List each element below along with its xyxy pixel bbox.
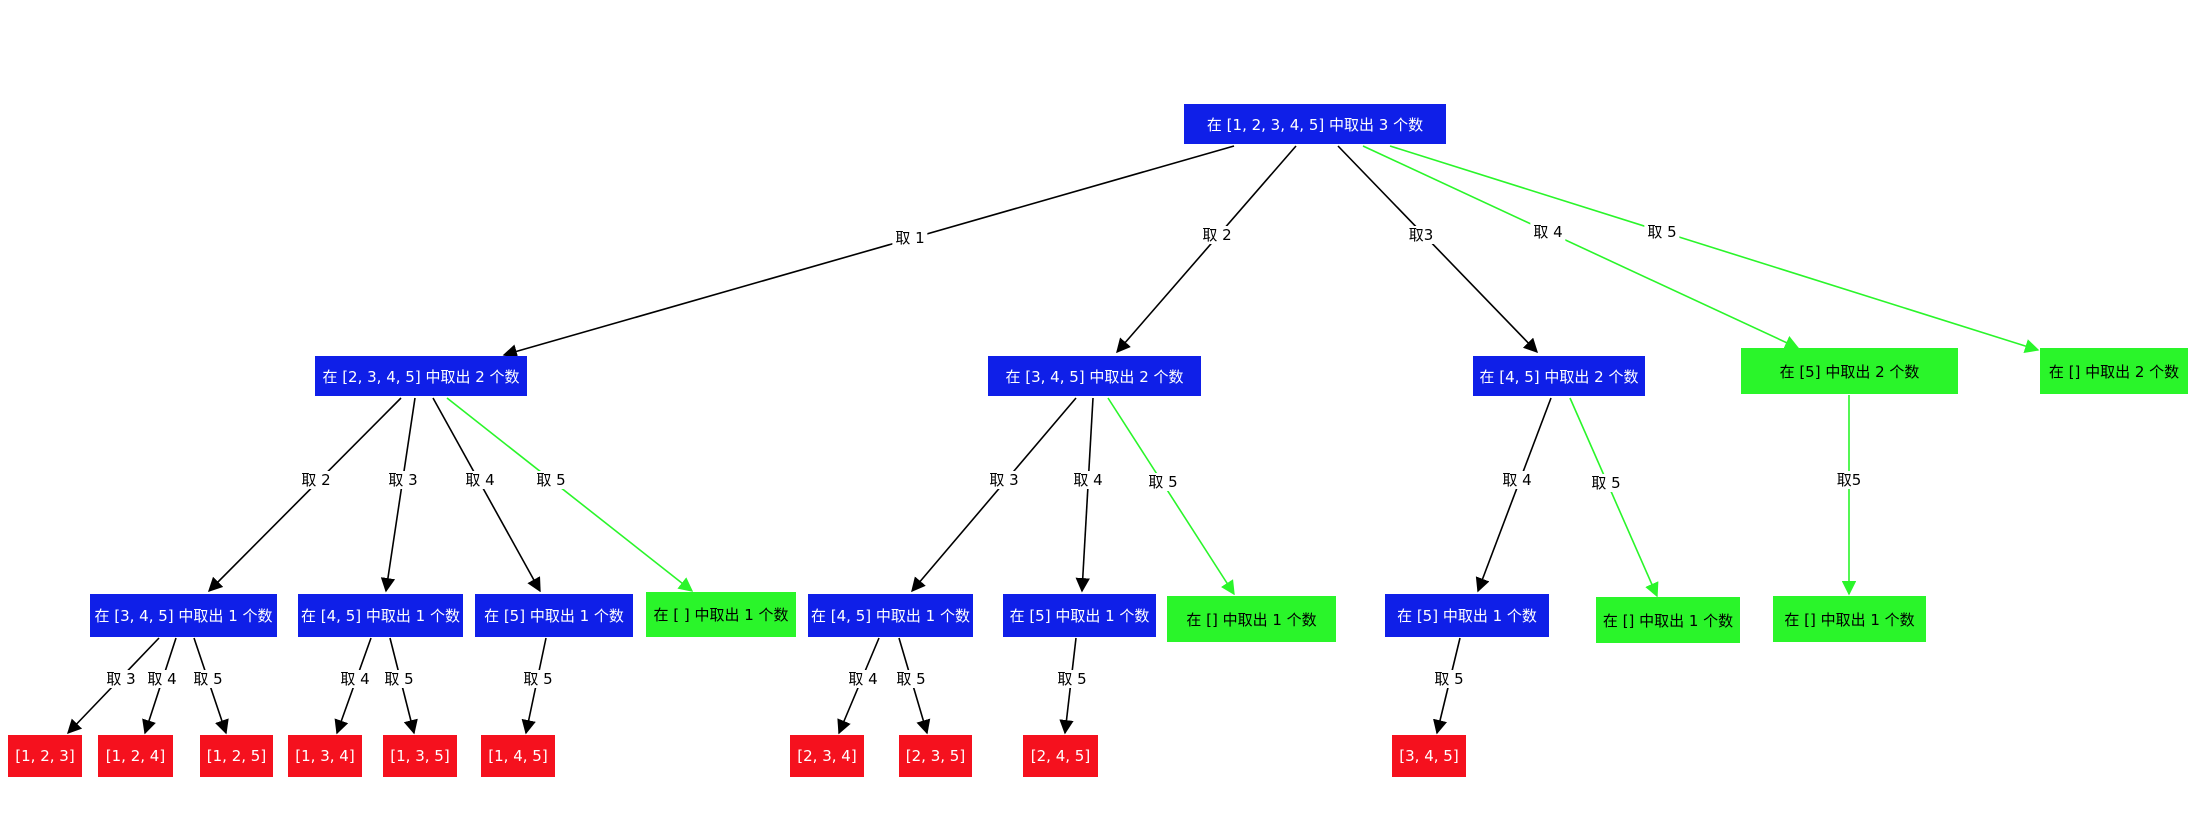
edge-a1-b2 bbox=[380, 397, 416, 593]
edge-label-root-a2: 取 2 bbox=[1199, 226, 1235, 244]
edge-label-a1-b1: 取 2 bbox=[298, 471, 334, 489]
node-b5: 在 [4, 5] 中取出 1 个数 bbox=[808, 594, 973, 637]
edge-label-root-a3: 取3 bbox=[1405, 226, 1437, 244]
edge-label-a1-b3: 取 4 bbox=[462, 471, 498, 489]
node-r3: [1, 2, 5] bbox=[200, 735, 273, 777]
edge-label-a3-b9: 取 5 bbox=[1588, 474, 1624, 492]
edge-label-a2-b5: 取 3 bbox=[986, 471, 1022, 489]
edge-label-a3-b8: 取 4 bbox=[1499, 471, 1535, 489]
node-b2: 在 [4, 5] 中取出 1 个数 bbox=[298, 594, 463, 637]
edge-label-b2-r4: 取 4 bbox=[337, 670, 373, 688]
edge-label-root-a5: 取 5 bbox=[1644, 223, 1680, 241]
edge-label-a4-b10: 取5 bbox=[1833, 471, 1865, 489]
node-r10: [3, 4, 5] bbox=[1392, 735, 1466, 777]
edge-root-a1 bbox=[502, 145, 1235, 359]
edge-layer bbox=[67, 145, 2040, 735]
edge-a1-b1 bbox=[207, 397, 402, 593]
node-b9: 在 [] 中取出 1 个数 bbox=[1596, 597, 1740, 643]
edge-label-root-a4: 取 4 bbox=[1530, 223, 1566, 241]
edge-label-a2-b6: 取 4 bbox=[1070, 471, 1106, 489]
node-a1: 在 [2, 3, 4, 5] 中取出 2 个数 bbox=[315, 356, 527, 396]
edge-label-b1-r2: 取 4 bbox=[144, 670, 180, 688]
edge-a2-b6 bbox=[1075, 397, 1094, 593]
node-r7: [2, 3, 4] bbox=[790, 735, 864, 777]
node-a4: 在 [5] 中取出 2 个数 bbox=[1741, 348, 1958, 394]
node-root: 在 [1, 2, 3, 4, 5] 中取出 3 个数 bbox=[1184, 104, 1446, 144]
edge-label-b1-r3: 取 5 bbox=[190, 670, 226, 688]
edge-label-b3-r6: 取 5 bbox=[520, 670, 556, 688]
edge-root-a3 bbox=[1337, 145, 1539, 354]
node-r1: [1, 2, 3] bbox=[8, 735, 82, 777]
edge-a2-b7 bbox=[1107, 397, 1235, 596]
node-b10: 在 [] 中取出 1 个数 bbox=[1773, 596, 1926, 642]
node-b4: 在 [ ] 中取出 1 个数 bbox=[646, 592, 796, 637]
node-a2: 在 [3, 4, 5] 中取出 2 个数 bbox=[988, 356, 1201, 396]
edge-a1-b4 bbox=[446, 397, 694, 592]
edge-label-b5-r8: 取 5 bbox=[893, 670, 929, 688]
node-r6: [1, 4, 5] bbox=[481, 735, 555, 777]
node-b1: 在 [3, 4, 5] 中取出 1 个数 bbox=[90, 594, 277, 637]
edge-root-a4 bbox=[1362, 145, 1800, 350]
edge-label-b8-r10: 取 5 bbox=[1431, 670, 1467, 688]
edge-label-b1-r1: 取 3 bbox=[103, 670, 139, 688]
edge-label-a1-b4: 取 5 bbox=[533, 471, 569, 489]
edge-root-a2 bbox=[1116, 145, 1297, 354]
node-b8: 在 [5] 中取出 1 个数 bbox=[1385, 594, 1549, 637]
node-r4: [1, 3, 4] bbox=[288, 735, 362, 777]
edge-a1-b3 bbox=[432, 397, 541, 593]
edge-label-b2-r5: 取 5 bbox=[381, 670, 417, 688]
node-r8: [2, 3, 5] bbox=[899, 735, 972, 777]
node-r5: [1, 3, 5] bbox=[383, 735, 457, 777]
node-b7: 在 [] 中取出 1 个数 bbox=[1167, 596, 1336, 642]
node-a3: 在 [4, 5] 中取出 2 个数 bbox=[1473, 356, 1645, 396]
node-r2: [1, 2, 4] bbox=[98, 735, 173, 777]
edge-label-a1-b2: 取 3 bbox=[385, 471, 421, 489]
node-b3: 在 [5] 中取出 1 个数 bbox=[475, 594, 633, 637]
node-r9: [2, 4, 5] bbox=[1023, 735, 1098, 777]
edge-a2-b5 bbox=[911, 397, 1077, 593]
edge-label-b5-r7: 取 4 bbox=[845, 670, 881, 688]
node-a5: 在 [] 中取出 2 个数 bbox=[2040, 348, 2188, 394]
edge-label-root-a1: 取 1 bbox=[892, 229, 928, 247]
edge-label-b6-r9: 取 5 bbox=[1054, 670, 1090, 688]
edge-a3-b9 bbox=[1569, 397, 1659, 598]
edge-root-a5 bbox=[1389, 145, 2040, 353]
edge-a3-b8 bbox=[1475, 397, 1552, 593]
node-b6: 在 [5] 中取出 1 个数 bbox=[1003, 594, 1156, 637]
edge-label-a2-b7: 取 5 bbox=[1145, 473, 1181, 491]
